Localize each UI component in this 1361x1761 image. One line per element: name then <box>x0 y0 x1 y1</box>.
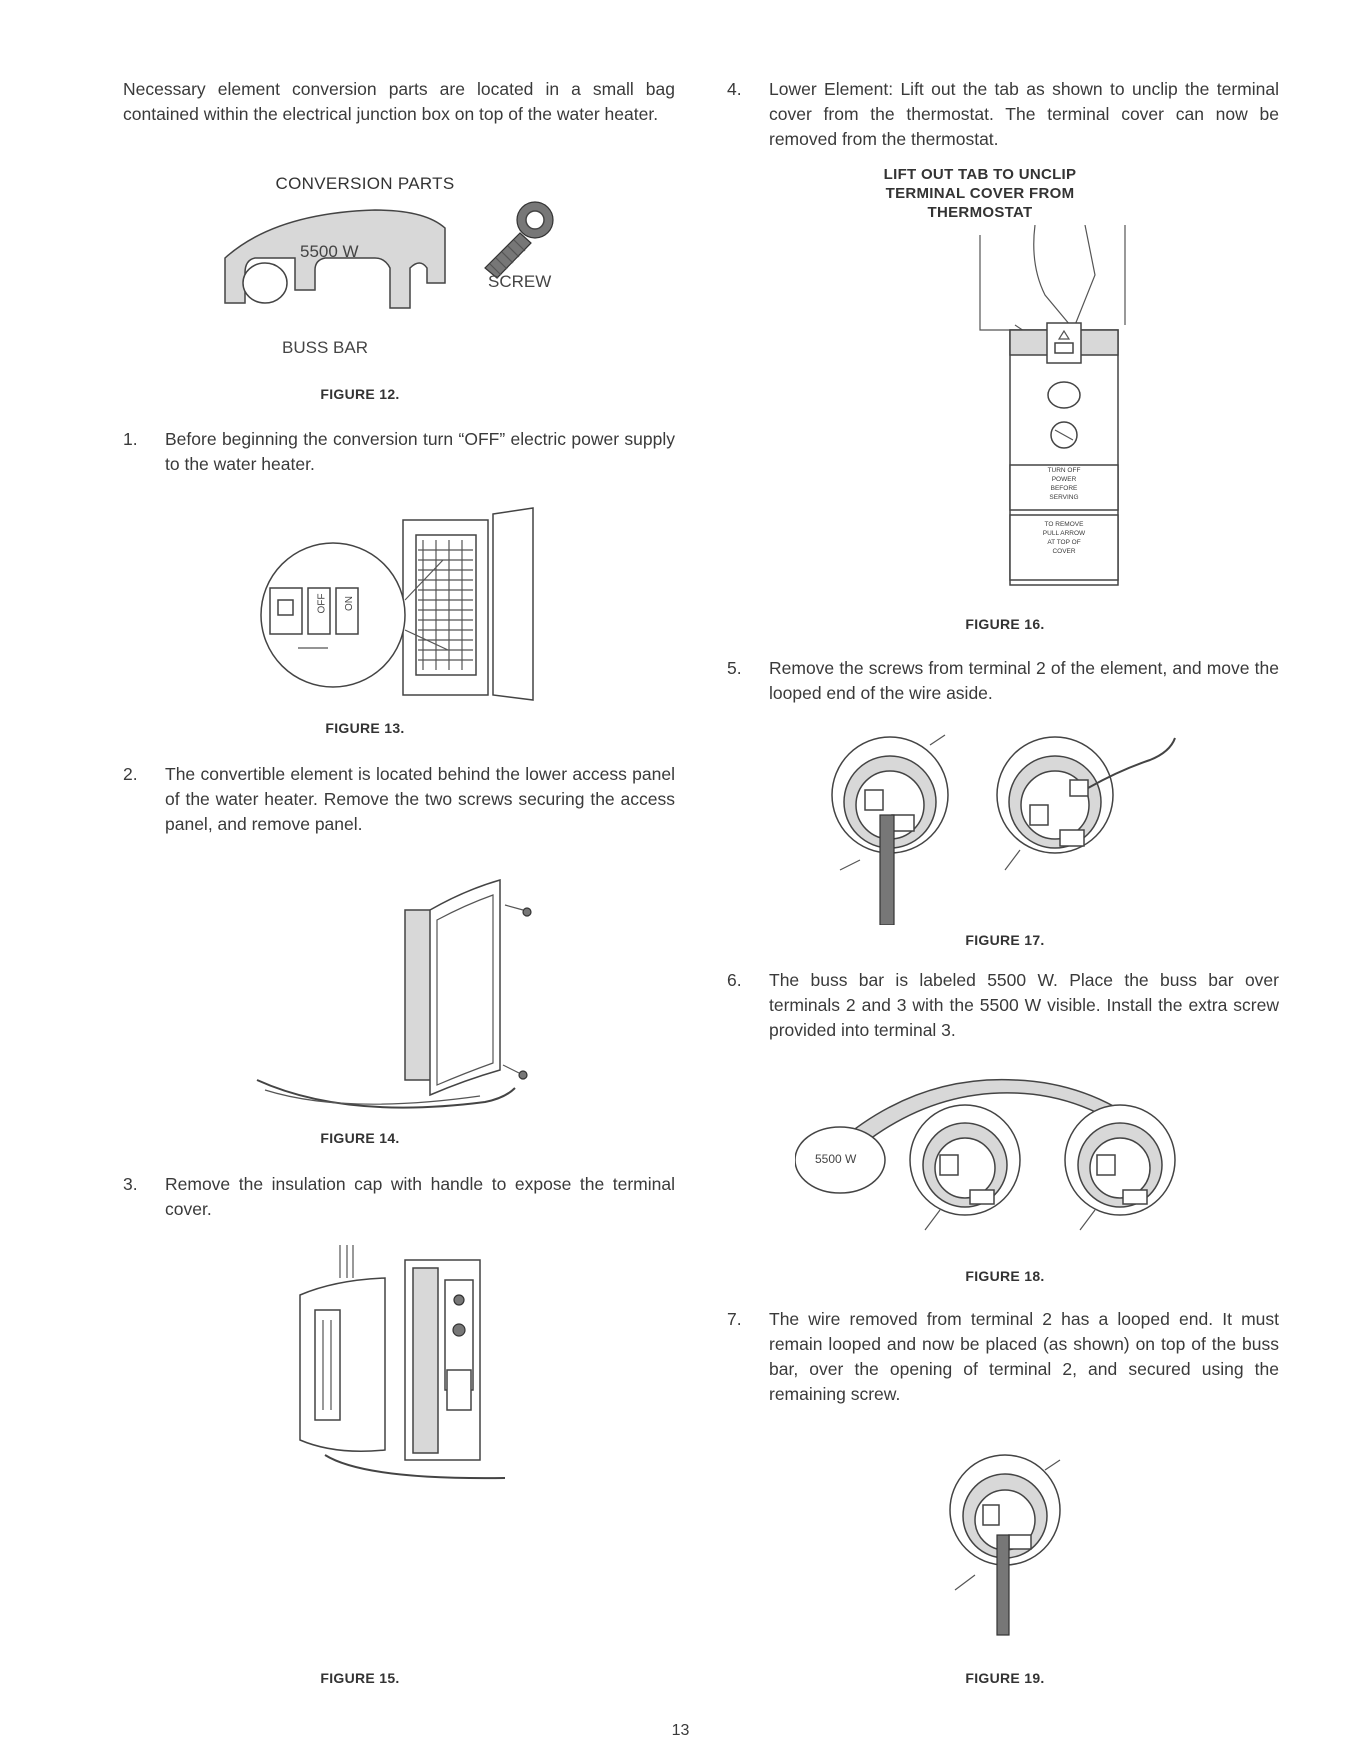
figure13-illustration <box>258 500 548 720</box>
off-label: OFF <box>316 593 328 614</box>
figure16-caption: FIGURE 16. <box>965 616 1045 632</box>
step-6: 6. The buss bar is labeled 5500 W. Place… <box>727 968 1279 1048</box>
warning-line: TO REMOVE <box>1044 521 1084 528</box>
warning-line: POWER <box>1051 476 1077 483</box>
page-number: 13 <box>671 1722 690 1739</box>
screw-label: SCREW <box>488 272 552 291</box>
figure13-caption: FIGURE 13. <box>325 720 405 736</box>
step-number: 6. <box>727 970 742 990</box>
step-text: Remove the insulation cap with handle to… <box>165 1174 675 1219</box>
warning-line: TURN OFF <box>1047 467 1081 474</box>
figure17-caption: FIGURE 17. <box>965 932 1045 948</box>
warning-label-2: TO REMOVE PULL ARROW AT TOP OF COVER <box>1010 520 1118 556</box>
step-5: 5. Remove the screws from terminal 2 of … <box>727 656 1279 711</box>
figure15-caption: FIGURE 15. <box>320 1670 400 1686</box>
step-number: 3. <box>123 1174 138 1194</box>
step-text: The convertible element is located behin… <box>165 764 675 834</box>
figure12-illustration <box>215 198 575 333</box>
figure17-illustration <box>820 720 1180 925</box>
figure15-illustration <box>295 1240 525 1480</box>
warning-line: AT TOP OF <box>1047 539 1081 546</box>
figure16-illustration <box>975 225 1145 590</box>
warning-line: BEFORE <box>1050 485 1078 492</box>
step-number: 2. <box>123 764 138 784</box>
figure12-heading: CONVERSION PARTS <box>275 174 455 193</box>
step-number: 5. <box>727 658 742 678</box>
warning-label-1: TURN OFF POWER BEFORE SERVING <box>1010 466 1118 502</box>
figure14-illustration <box>255 870 545 1120</box>
step-4: 4. Lower Element: Lift out the tab as sh… <box>727 77 1279 157</box>
warning-line: SERVING <box>1049 494 1079 501</box>
on-label: ON <box>344 596 355 611</box>
step-number: 4. <box>727 79 742 99</box>
step-1: 1. Before beginning the conversion turn … <box>123 427 675 487</box>
figure14-caption: FIGURE 14. <box>320 1130 400 1146</box>
warning-line: PULL ARROW <box>1042 530 1086 537</box>
step-text: Remove the screws from terminal 2 of the… <box>769 658 1279 703</box>
figure16-heading-line2: TERMINAL COVER FROM <box>885 185 1075 202</box>
figure19-illustration <box>935 1440 1075 1640</box>
step-text: The wire removed from terminal 2 has a l… <box>769 1309 1279 1404</box>
figure18-bar-text: 5500 W <box>815 1152 857 1166</box>
intro-paragraph: Necessary element conversion parts are l… <box>123 79 675 124</box>
buss-bar-label: BUSS BAR <box>282 338 368 357</box>
figure19-caption: FIGURE 19. <box>965 1670 1045 1686</box>
step-number: 1. <box>123 429 138 449</box>
step-text: The buss bar is labeled 5500 W. Place th… <box>769 970 1279 1040</box>
step-text: Lower Element: Lift out the tab as shown… <box>769 79 1279 149</box>
step-text: Before beginning the conversion turn “OF… <box>165 429 675 474</box>
step-number: 7. <box>727 1309 742 1329</box>
figure18-illustration <box>795 1065 1195 1245</box>
warning-line: COVER <box>1052 548 1076 555</box>
figure16-heading-line3: THERMOSTAT <box>927 204 1033 221</box>
step-7: 7. The wire removed from terminal 2 has … <box>727 1307 1279 1412</box>
figure16-heading-line1: LIFT OUT TAB TO UNCLIP <box>883 166 1077 183</box>
figure12-caption: FIGURE 12. <box>320 386 400 402</box>
buss-bar-text: 5500 W <box>300 242 359 261</box>
figure18-caption: FIGURE 18. <box>965 1268 1045 1284</box>
step-2: 2. The convertible element is located be… <box>123 762 675 842</box>
step-3: 3. Remove the insulation cap with handle… <box>123 1172 675 1227</box>
buss-bar-shape <box>224 209 446 309</box>
